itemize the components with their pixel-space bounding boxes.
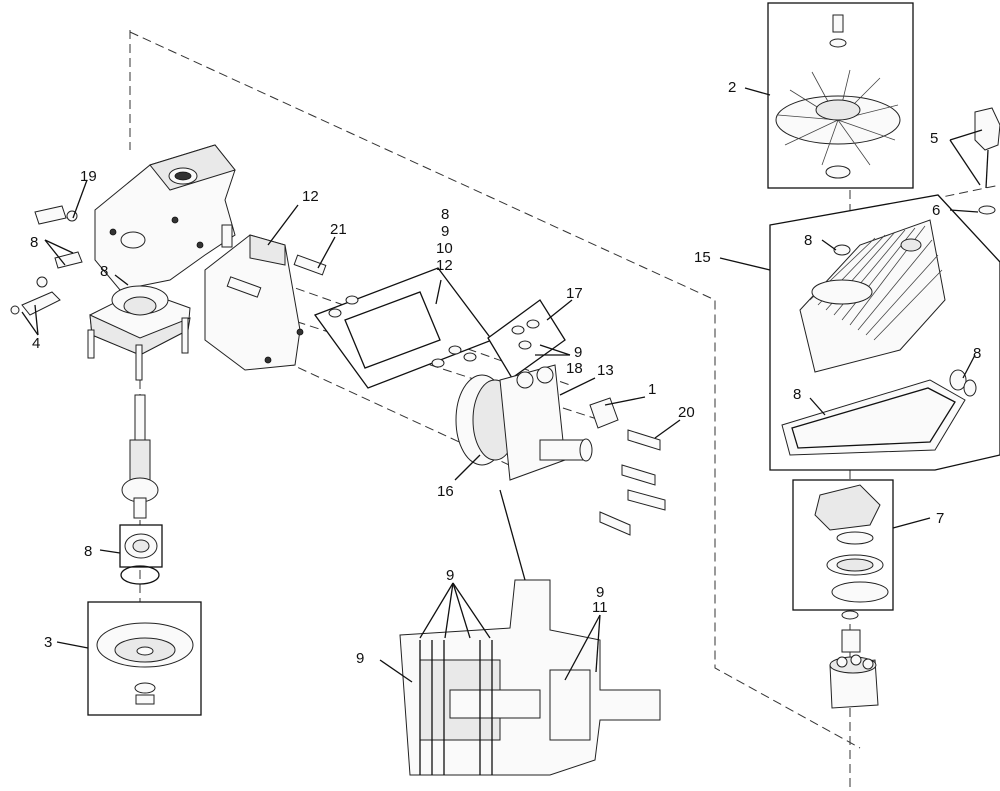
- callout-8-gasket: 8: [793, 386, 801, 403]
- input-shaft: [121, 394, 159, 519]
- hydraulic-motor: [455, 364, 619, 481]
- callout-6: 6: [932, 202, 940, 219]
- callout-9-cutaway-left: 9: [356, 650, 364, 667]
- callout-5: 5: [930, 130, 938, 147]
- seal-kit-box: [313, 267, 494, 389]
- callout-8-bearing: 8: [84, 543, 92, 560]
- callout-labels: 19 8 8 4 8 3 12 21 8 9 10 12 17 9 18 13 …: [30, 79, 981, 667]
- callout-stack-9: 9: [441, 223, 449, 240]
- bolts: [599, 429, 666, 536]
- callout-18: 18: [566, 360, 583, 377]
- bearing-kit-box: [792, 479, 894, 611]
- fan-box: [767, 2, 914, 189]
- callout-20: 20: [678, 404, 695, 421]
- valve-kit-box: [487, 299, 566, 379]
- callout-9-cutaway-right: 9: [596, 584, 604, 601]
- callout-17: 17: [566, 285, 583, 302]
- housing-cover: [10, 144, 236, 316]
- pulley-box: [87, 601, 202, 716]
- callout-19: 19: [80, 168, 97, 185]
- callout-9-valve: 9: [574, 344, 582, 361]
- callout-2: 2: [728, 79, 736, 96]
- callout-9-cutaway-top: 9: [446, 567, 454, 584]
- callout-7: 7: [936, 510, 944, 527]
- dipstick: [974, 107, 1000, 215]
- callout-1: 1: [648, 381, 656, 398]
- callout-16: 16: [437, 483, 454, 500]
- center-section: [87, 285, 191, 381]
- bearing-box: [119, 524, 163, 585]
- callout-11: 11: [592, 599, 608, 616]
- callout-stack-10: 10: [436, 240, 453, 257]
- callout-8-cover: 8: [30, 234, 38, 251]
- callout-8-center: 8: [100, 263, 108, 280]
- callout-13: 13: [597, 362, 614, 379]
- callout-12: 12: [302, 188, 319, 205]
- callout-21: 21: [330, 221, 347, 238]
- leader-lines: [21, 87, 983, 683]
- callout-stack-12: 12: [436, 257, 453, 274]
- callout-stack-8: 8: [441, 206, 449, 223]
- callout-15: 15: [694, 249, 711, 266]
- cylinder-block: [829, 610, 879, 709]
- callout-8-housing-top: 8: [804, 232, 812, 249]
- callout-4: 4: [32, 335, 40, 352]
- callout-8-housing-right: 8: [973, 345, 981, 362]
- callout-3: 3: [44, 634, 52, 651]
- motor-bracket: [204, 234, 327, 371]
- cutaway-section: [399, 579, 661, 776]
- housing-box: [769, 194, 1000, 471]
